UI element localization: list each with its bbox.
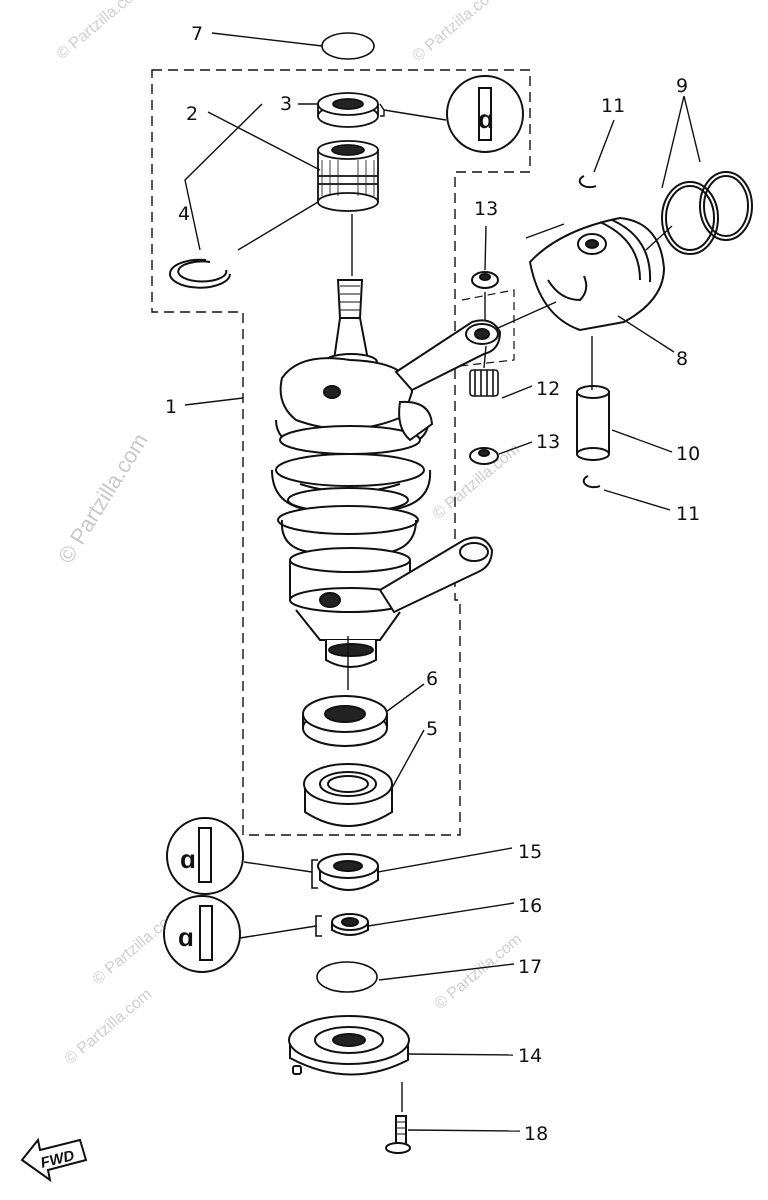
callout-15: 15 <box>518 841 542 863</box>
callout-13-lower: 13 <box>536 431 560 453</box>
oil-seal-part-15 <box>317 853 379 891</box>
piston-part-8 <box>528 216 666 332</box>
callout-11-top: 11 <box>601 95 625 117</box>
callout-5: 5 <box>426 718 438 740</box>
callout-2: 2 <box>186 103 198 125</box>
callout-3: 3 <box>280 93 292 115</box>
connecting-rod-upper <box>394 319 502 442</box>
callout-9: 9 <box>676 75 688 97</box>
bracket-part-16 <box>315 915 322 937</box>
svg-text:ɑ: ɑ <box>478 104 494 134</box>
forward-direction-arrow: FWD <box>20 1137 88 1183</box>
o-ring-part-7 <box>321 32 375 60</box>
bracket-part-15 <box>311 859 318 889</box>
watermark-bottom-left: © Partzilla.com <box>62 986 156 1068</box>
callout-4: 4 <box>178 203 190 225</box>
lubricant-detail-circle-low: ɑ <box>163 895 241 973</box>
circlip-part-11-top <box>578 175 597 189</box>
oil-seal-part-3 <box>317 92 379 128</box>
thrust-washer-part-13-lower <box>469 447 499 465</box>
needle-bearing-part-12 <box>469 369 499 397</box>
callout-13-upper: 13 <box>474 198 498 220</box>
lubricant-detail-circle-top: ɑ <box>446 75 524 153</box>
callout-10: 10 <box>676 443 700 465</box>
svg-text:ɑ: ɑ <box>178 922 194 952</box>
callout-6: 6 <box>426 668 438 690</box>
needle-bearing-part-2 <box>317 140 379 212</box>
callout-7: 7 <box>191 23 203 45</box>
callout-8: 8 <box>676 348 688 370</box>
callout-18: 18 <box>524 1123 548 1145</box>
ball-bearing-part-5 <box>303 763 393 827</box>
bearing-part-6 <box>302 695 388 747</box>
callout-17: 17 <box>518 956 542 978</box>
thrust-washer-part-13-upper <box>471 271 499 289</box>
boundary-notch <box>459 289 515 367</box>
oil-seal-housing-part-14 <box>288 1015 410 1076</box>
circlip-part-11-bottom <box>582 475 601 489</box>
piston-rings-part-9 <box>661 171 753 255</box>
watermark-top-left: © Partzilla.com <box>54 0 148 63</box>
lubricant-detail-circle-mid: ɑ <box>166 817 244 895</box>
callout-12: 12 <box>536 378 560 400</box>
bolt-part-18 <box>385 1115 411 1154</box>
assembly-boundary-dashed <box>151 69 531 836</box>
svg-text:ɑ: ɑ <box>180 844 196 874</box>
circlip-part-4 <box>169 258 231 289</box>
o-ring-part-17 <box>316 961 378 993</box>
oil-seal-part-16 <box>331 913 369 936</box>
callout-labels: 7 2 3 4 1 11 9 13 8 12 13 10 11 6 5 15 1… <box>165 23 700 1145</box>
watermark-main: © Partzilla.com <box>53 429 153 568</box>
callout-11-bottom: 11 <box>676 503 700 525</box>
connecting-rod-lower <box>378 536 494 614</box>
callout-1: 1 <box>165 396 177 418</box>
callout-16: 16 <box>518 895 542 917</box>
watermark-top-center: © Partzilla.com <box>410 0 504 65</box>
callout-14: 14 <box>518 1045 542 1067</box>
crankshaft-part-1 <box>271 279 432 668</box>
leader-lines <box>184 32 701 1132</box>
piston-pin-part-10 <box>576 385 610 461</box>
